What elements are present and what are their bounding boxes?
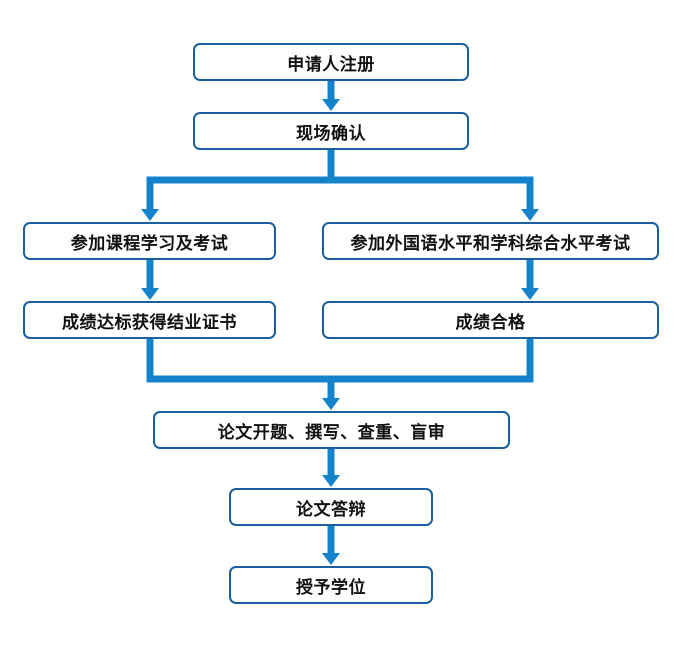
- step-pass: 成绩合格: [322, 301, 659, 339]
- arrow-split-course-head: [141, 209, 159, 221]
- arrow-defense-degree-head: [322, 553, 340, 565]
- step-certificate: 成绩达标获得结业证书: [23, 301, 276, 339]
- step-course-exam: 参加课程学习及考试: [23, 222, 276, 260]
- arrow-foreign-pass-head: [521, 288, 539, 300]
- step-defense: 论文答辩: [229, 488, 433, 526]
- step-register: 申请人注册: [193, 43, 469, 81]
- arrow-thesis-defense-head: [322, 475, 340, 487]
- arrow-course-cert-head: [141, 288, 159, 300]
- arrow-register-confirm-head: [322, 99, 340, 111]
- arrow-merge-thesis-head: [322, 398, 340, 410]
- step-degree: 授予学位: [229, 566, 433, 604]
- step-foreign-language-exam: 参加外国语水平和学科综合水平考试: [322, 222, 659, 260]
- step-thesis: 论文开题、撰写、查重、盲审: [153, 411, 510, 449]
- step-onsite-confirmation: 现场确认: [193, 112, 469, 150]
- arrow-split-foreign-head: [521, 209, 539, 221]
